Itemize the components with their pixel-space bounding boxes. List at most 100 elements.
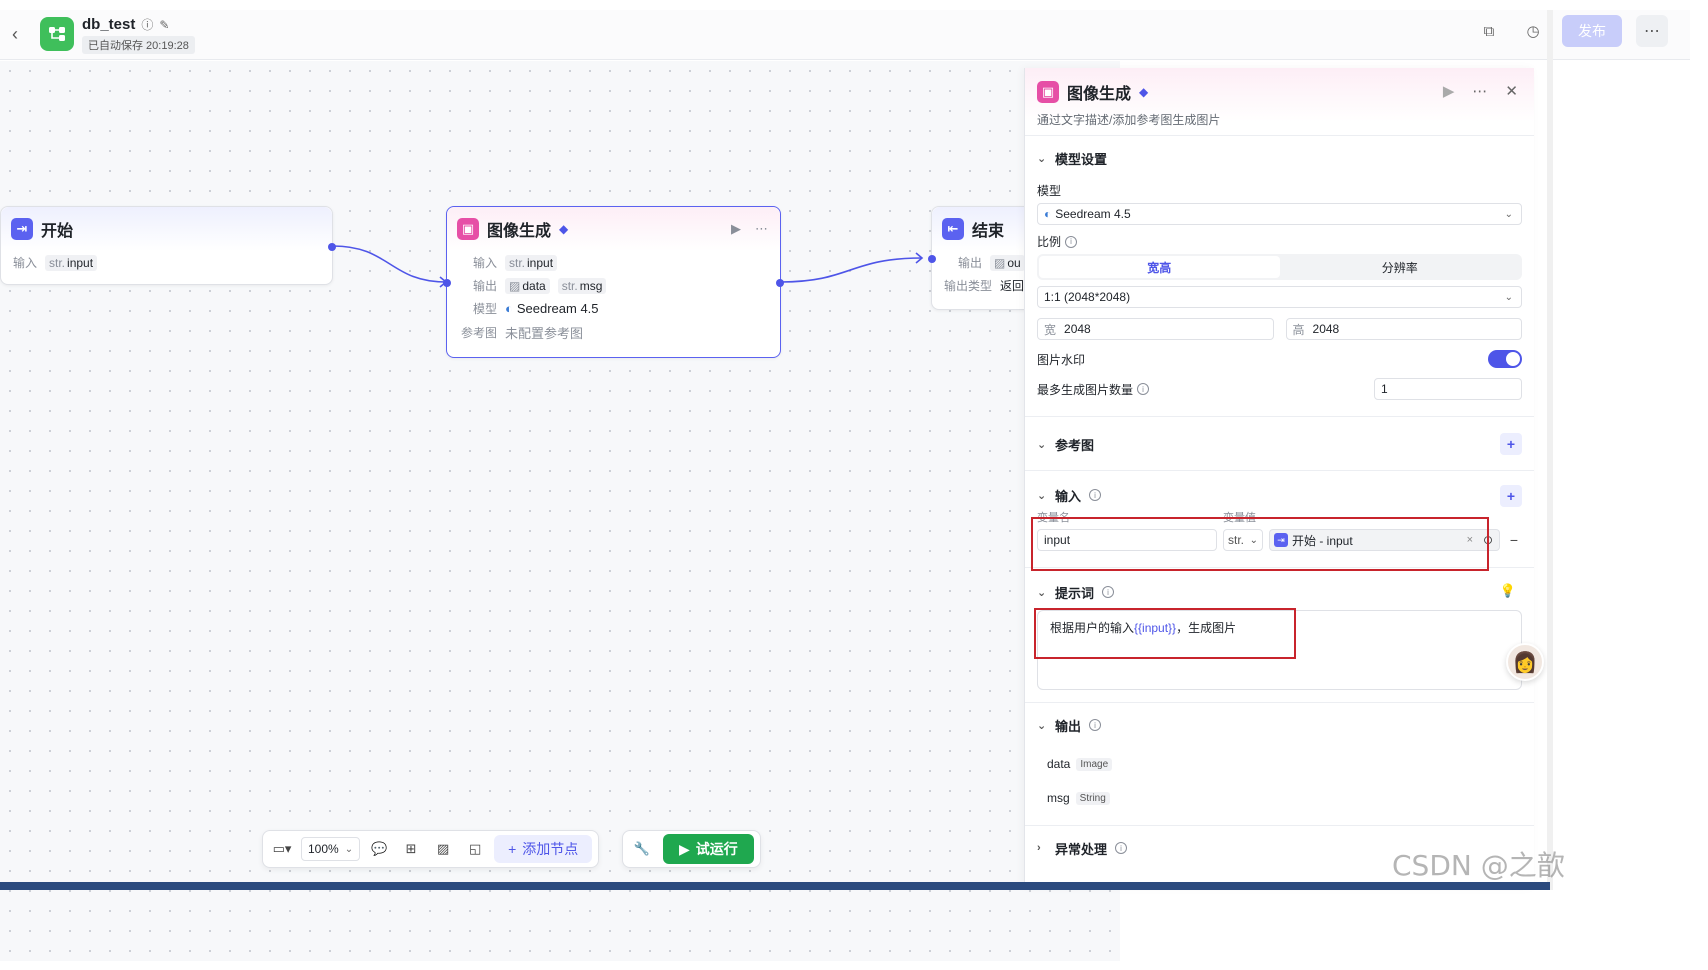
image-gen-node[interactable]: ▣ 图像生成 ◆ ▶ ⋯ 输入 str.input 输出 ▨data str.m… bbox=[443, 206, 784, 358]
image-gen-model-text: Seedream 4.5 bbox=[516, 301, 599, 316]
end-output-type-row: 输出类型 返回 bbox=[932, 274, 1050, 297]
image-gen-icon: ▣ bbox=[457, 218, 479, 240]
back-chevron-icon[interactable]: ‹ bbox=[12, 24, 18, 44]
more-icon[interactable]: ⋯ bbox=[1636, 15, 1668, 47]
input-var-name-field[interactable]: input bbox=[1037, 529, 1217, 551]
input-title: 输入 bbox=[1055, 488, 1082, 504]
chevron-down-icon: ⌄ bbox=[1037, 152, 1047, 165]
play-icon[interactable]: ▶ bbox=[1442, 83, 1455, 100]
zoom-select[interactable]: 100% ⌄ bbox=[301, 837, 361, 861]
publish-button[interactable]: 发布 bbox=[1562, 15, 1622, 47]
error-handling-header[interactable]: › 异常处理 i bbox=[1037, 826, 1522, 870]
height-value: 2048 bbox=[1312, 322, 1340, 336]
end-output-row: 输出 ▨ou bbox=[932, 251, 1050, 274]
info-icon[interactable]: i bbox=[1102, 586, 1115, 598]
seedream-logo-icon: ◐ bbox=[505, 301, 513, 316]
info-icon[interactable]: i bbox=[1089, 719, 1102, 731]
end-input-port[interactable] bbox=[928, 255, 936, 263]
tab-width-height[interactable]: 宽高 bbox=[1039, 256, 1280, 278]
minimap-icon[interactable]: ▭▾ bbox=[272, 841, 292, 856]
ratio-select-value: 1:1 (2048*2048) bbox=[1044, 290, 1131, 304]
image-gen-input-port[interactable] bbox=[443, 279, 451, 287]
edge-image-to-end bbox=[780, 257, 923, 283]
chevron-down-icon: ⌄ bbox=[1037, 489, 1047, 502]
layout-icon[interactable]: ⊞ bbox=[405, 841, 417, 856]
history-icon[interactable]: ◷ bbox=[1526, 23, 1540, 40]
add-node-button[interactable]: +添加节点 bbox=[494, 835, 593, 863]
max-count-input[interactable]: 1 bbox=[1374, 378, 1522, 400]
panel-title: ▣ 图像生成 ◆ bbox=[1037, 80, 1148, 104]
info-icon[interactable]: i bbox=[1089, 489, 1102, 501]
zoom-value: 100% bbox=[308, 842, 339, 856]
info-icon[interactable]: ⓘ bbox=[141, 18, 154, 32]
test-run-button[interactable]: ▶试运行 bbox=[663, 834, 754, 864]
image-icon[interactable]: ▨ bbox=[436, 841, 450, 856]
start-output-port[interactable] bbox=[328, 243, 336, 251]
info-icon[interactable]: i bbox=[1115, 842, 1128, 854]
tab-resolution[interactable]: 分辨率 bbox=[1381, 260, 1418, 275]
reference-header[interactable]: ⌄参考图+ bbox=[1037, 417, 1522, 471]
image-type-icon: ▨ bbox=[509, 278, 521, 293]
edit-icon[interactable]: ✎ bbox=[159, 17, 170, 32]
assistant-avatar[interactable]: 👩 bbox=[1506, 643, 1544, 681]
input-header[interactable]: ⌄ 输入 i + bbox=[1037, 471, 1522, 519]
lightbulb-icon[interactable]: 💡 bbox=[1499, 583, 1516, 598]
input-var-type-select[interactable]: str.⌄ bbox=[1223, 529, 1263, 551]
output-header[interactable]: ⌄ 输出 i bbox=[1037, 703, 1522, 747]
start-icon: ⇥ bbox=[11, 218, 33, 240]
prompt-editor[interactable]: 根据用户的输入{{input}}，生成图片 bbox=[1037, 610, 1522, 690]
image-gen-input-name: input bbox=[527, 255, 554, 270]
start-input-label: 输入 bbox=[13, 256, 38, 270]
ratio-label-text: 比例 bbox=[1037, 235, 1062, 249]
watermark-row: 图片水印 bbox=[1037, 344, 1522, 374]
image-gen-output-type: str. bbox=[561, 278, 578, 293]
input-var-ref-value: 开始 - input bbox=[1292, 533, 1353, 548]
window-scrollbar[interactable] bbox=[1547, 10, 1553, 890]
image-gen-output-port[interactable] bbox=[776, 279, 784, 287]
prompt-variable: {{input}} bbox=[1134, 621, 1177, 635]
more-icon[interactable]: ⋯ bbox=[755, 221, 768, 236]
model-select[interactable]: ◐Seedream 4.5⌄ bbox=[1037, 203, 1522, 225]
workflow-title: db_test ⓘ ✎ bbox=[82, 16, 169, 33]
chevron-down-icon: ⌄ bbox=[344, 843, 354, 855]
workflow-canvas[interactable]: ⇥ 开始 输入 str.input ▣ 图像生成 ◆ ▶ ⋯ 输入 str.in… bbox=[0, 61, 1120, 961]
prompt-text-prefix: 根据用户的输入 bbox=[1050, 621, 1135, 635]
input-var-ref-select[interactable]: ⇥ 开始 - input × ⊙ bbox=[1269, 529, 1500, 551]
export-icon[interactable]: ◱ bbox=[468, 841, 482, 856]
more-icon[interactable]: ⋯ bbox=[1472, 83, 1488, 100]
start-node-input-row: 输入 str.input bbox=[1, 251, 332, 274]
copy-icon[interactable]: ⧉ bbox=[1483, 22, 1495, 40]
remove-input-button[interactable]: − bbox=[1509, 532, 1519, 548]
image-gen-input-tag: str.input bbox=[505, 254, 558, 271]
info-icon[interactable]: i bbox=[1065, 235, 1078, 248]
target-icon[interactable]: ⊙ bbox=[1482, 533, 1493, 547]
add-input-button[interactable]: + bbox=[1500, 485, 1522, 507]
image-gen-output-label: 输出 bbox=[472, 279, 497, 293]
watermark-toggle[interactable] bbox=[1488, 350, 1522, 368]
edge-arrow-2 bbox=[915, 252, 924, 264]
comment-icon[interactable]: 💬 bbox=[371, 841, 388, 856]
clear-icon[interactable]: × bbox=[1466, 534, 1473, 546]
close-icon[interactable]: ✕ bbox=[1505, 83, 1518, 100]
output-title: 输出 bbox=[1055, 718, 1082, 734]
start-node[interactable]: ⇥ 开始 输入 str.input bbox=[0, 206, 336, 285]
chevron-down-icon: ⌄ bbox=[1037, 719, 1047, 732]
input-variable-row: input str.⌄ ⇥ 开始 - input × ⊙ − bbox=[1037, 527, 1522, 553]
image-gen-node-title: 图像生成 bbox=[487, 223, 552, 240]
image-gen-ref-label: 参考图 bbox=[460, 326, 497, 340]
error-handling-title: 异常处理 bbox=[1055, 841, 1108, 857]
start-input-name: input bbox=[67, 255, 94, 270]
info-icon[interactable]: i bbox=[1137, 383, 1150, 395]
model-settings-header[interactable]: ⌄模型设置 bbox=[1037, 136, 1522, 180]
play-icon[interactable]: ▶ bbox=[731, 221, 741, 236]
prompt-title: 提示词 bbox=[1055, 585, 1095, 601]
image-gen-output-msg-tag: str.msg bbox=[557, 277, 607, 294]
canvas-toolbar: ▭▾ 100% ⌄ 💬 ⊞ ▨ ◱ +添加节点 bbox=[262, 830, 600, 868]
add-reference-button[interactable]: + bbox=[1500, 433, 1522, 455]
wrench-icon[interactable]: 🔧 bbox=[633, 841, 651, 856]
chevron-right-icon: › bbox=[1037, 842, 1041, 854]
ratio-select[interactable]: 1:1 (2048*2048)⌄ bbox=[1037, 286, 1522, 308]
